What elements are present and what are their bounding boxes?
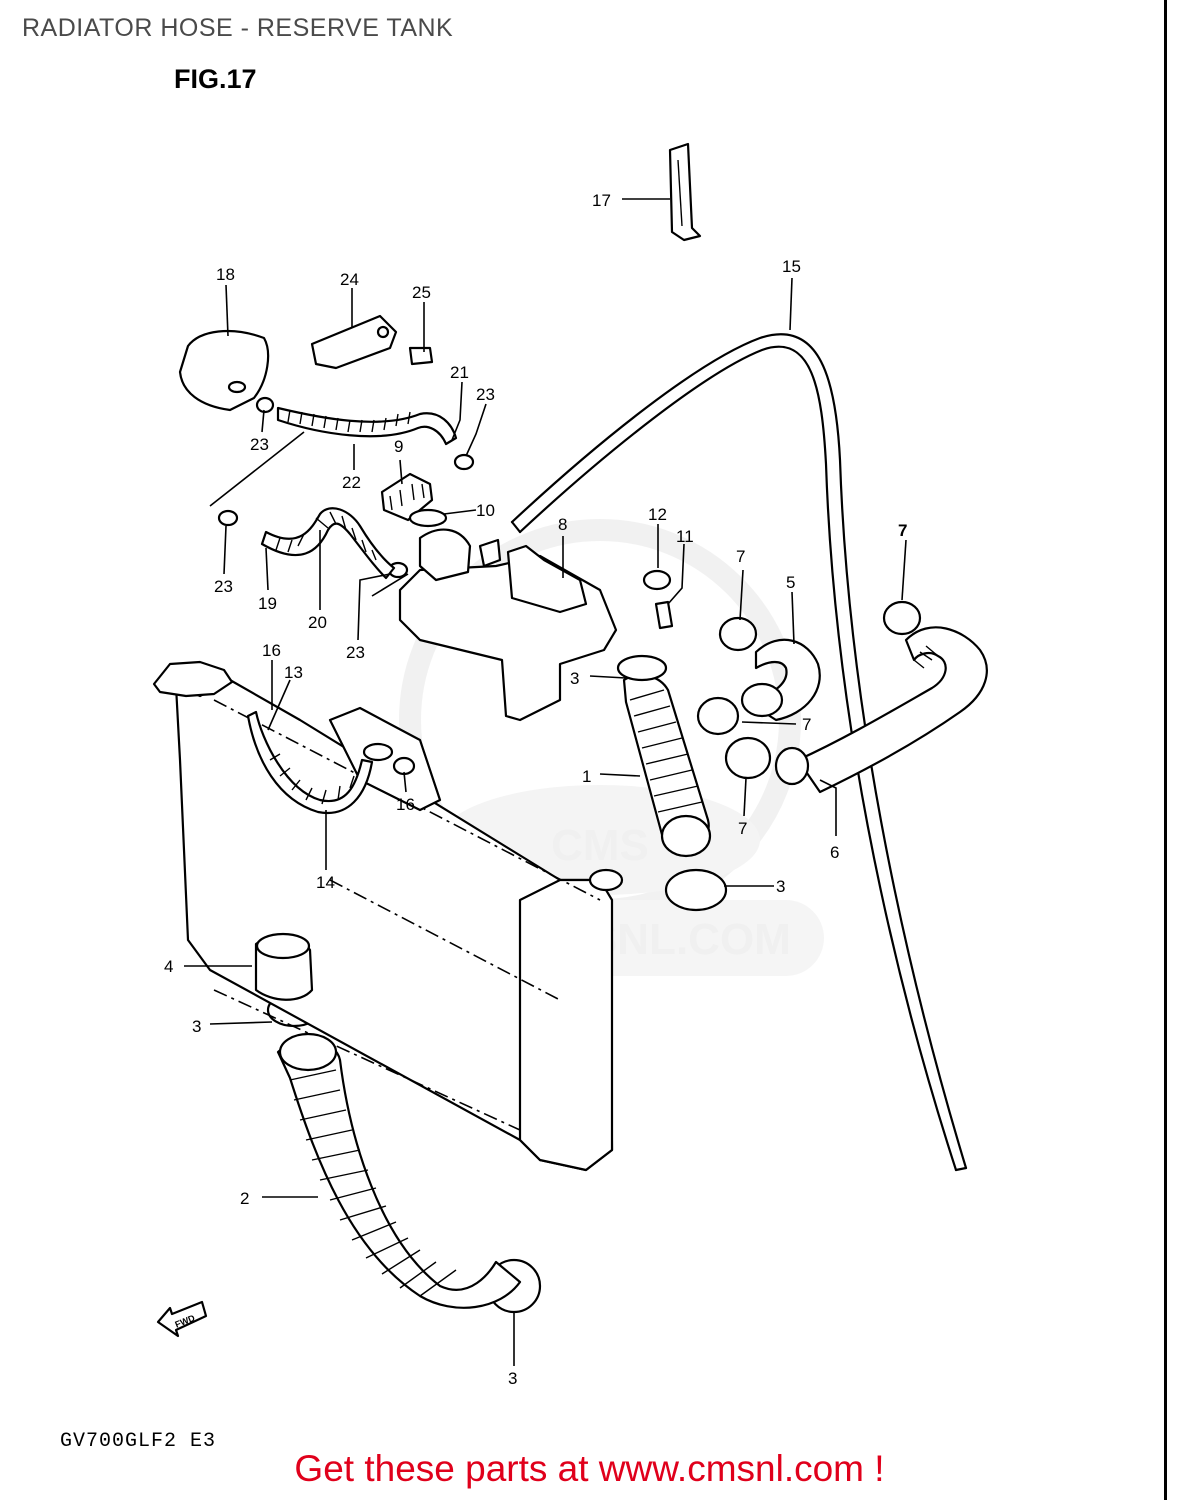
callout-4: 4 bbox=[164, 957, 173, 976]
callout-12: 12 bbox=[648, 505, 667, 524]
callout-23-lower: 23 bbox=[214, 577, 233, 596]
callout-7-low: 7 bbox=[738, 819, 747, 838]
part-22-breather-hose bbox=[276, 406, 458, 446]
callout-10: 10 bbox=[476, 501, 495, 520]
fwd-arrow-icon: FWD bbox=[156, 1300, 208, 1338]
callout-3-bottom: 3 bbox=[508, 1369, 517, 1388]
callout-3-upper: 3 bbox=[570, 669, 579, 688]
callout-7-top: 7 bbox=[736, 547, 745, 566]
callout-20: 20 bbox=[308, 613, 327, 632]
callout-22: 22 bbox=[342, 473, 361, 492]
callout-19: 19 bbox=[258, 594, 277, 613]
callout-21: 21 bbox=[450, 363, 469, 382]
part-6-return-hose bbox=[774, 626, 988, 794]
part-14-drain-hose bbox=[246, 710, 374, 815]
part-1-upper-hose bbox=[616, 654, 712, 858]
page-border-rule bbox=[1164, 0, 1167, 1500]
part-25-bolt bbox=[408, 346, 434, 366]
radiator-body bbox=[152, 660, 624, 1172]
callout-7-right: 7 bbox=[898, 521, 907, 540]
part-5-elbow-hose bbox=[740, 638, 821, 722]
part-4-neck bbox=[254, 932, 314, 1001]
callout-16-top: 16 bbox=[262, 641, 281, 660]
callout-23-center: 23 bbox=[346, 643, 365, 662]
part-23-clips bbox=[217, 396, 475, 724]
callout-14: 14 bbox=[316, 873, 335, 892]
part-18-tank-cover bbox=[178, 329, 270, 412]
part-7-clamps bbox=[696, 600, 922, 780]
callout-23-right: 23 bbox=[476, 385, 495, 404]
callout-1: 1 bbox=[582, 767, 591, 786]
part-2-lower-hose bbox=[276, 1032, 522, 1309]
callout-5: 5 bbox=[786, 573, 795, 592]
callout-3-right: 3 bbox=[776, 877, 785, 896]
callout-2: 2 bbox=[240, 1189, 249, 1208]
callout-9: 9 bbox=[394, 437, 403, 456]
callout-23-left: 23 bbox=[250, 435, 269, 454]
part-9-cap bbox=[380, 472, 434, 522]
part-8-reserve-tank bbox=[398, 528, 618, 722]
callout-7-mid: 7 bbox=[802, 715, 811, 734]
page-title: RADIATOR HOSE - RESERVE TANK bbox=[22, 14, 454, 42]
figure-label: FIG.17 bbox=[174, 64, 257, 94]
callout-8: 8 bbox=[558, 515, 567, 534]
callout-3-left: 3 bbox=[192, 1017, 201, 1036]
callout-13: 13 bbox=[284, 663, 303, 682]
callout-18: 18 bbox=[216, 265, 235, 284]
part-17-clip bbox=[668, 142, 702, 242]
model-code: GV700GLF2 E3 bbox=[60, 1430, 217, 1453]
callout-11: 11 bbox=[676, 527, 694, 546]
callout-17: 17 bbox=[592, 191, 611, 210]
callout-24: 24 bbox=[340, 270, 359, 289]
callout-15: 15 bbox=[782, 257, 801, 276]
callout-labels: 17 15 18 24 25 21 23 23 22 9 10 8 12 11 … bbox=[164, 191, 907, 1388]
part-15-overflow-hose bbox=[510, 333, 968, 1172]
leader-lines bbox=[184, 198, 907, 1366]
part-11-bolt bbox=[654, 600, 674, 630]
footer-link[interactable]: Get these parts at www.cmsnl.com ! bbox=[294, 1448, 885, 1489]
part-20-hose bbox=[260, 507, 396, 580]
part-12-washer bbox=[642, 569, 672, 591]
watermark-logo-text: CMS bbox=[551, 821, 649, 870]
callout-16-low: 16 bbox=[396, 795, 415, 814]
callout-25: 25 bbox=[412, 283, 431, 302]
part-24-bracket bbox=[310, 314, 398, 370]
callout-6: 6 bbox=[830, 843, 839, 862]
part-10-gasket bbox=[408, 508, 448, 528]
